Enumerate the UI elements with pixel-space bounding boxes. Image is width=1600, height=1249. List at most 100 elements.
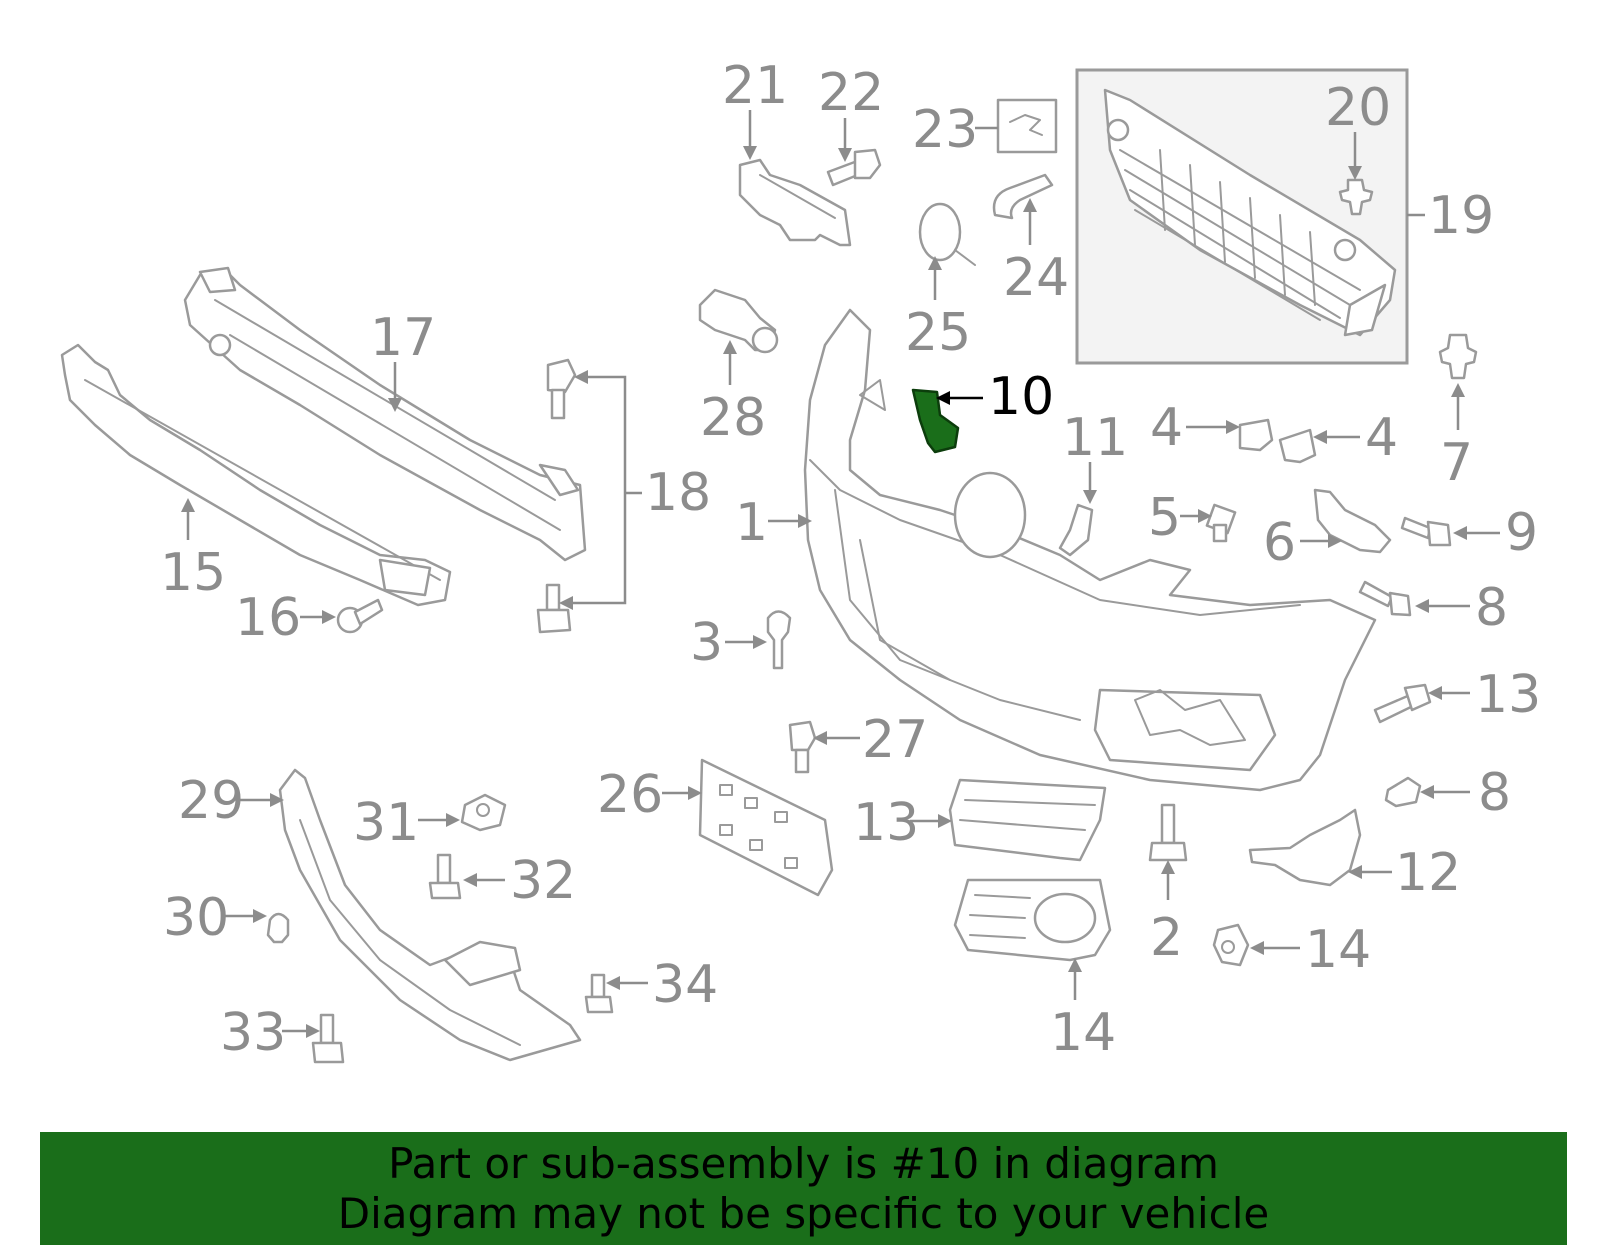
grille-inset: 20 19 — [1075, 68, 1494, 365]
callout-21: 19 — [1407, 186, 1494, 246]
part-5-bolt[interactable] — [1205, 503, 1237, 543]
part-27-tow-cap[interactable] — [918, 202, 976, 266]
callout-8-label-text: 8 — [1475, 578, 1508, 638]
callout-31: 29 — [178, 771, 284, 831]
part-24-bolt[interactable] — [826, 148, 882, 187]
callout-34: 32 — [463, 851, 576, 911]
part-9-bolt[interactable] — [1400, 516, 1452, 547]
banner-line-1: Part or sub-assembly is #10 in diagram — [388, 1138, 1219, 1188]
part-7-clip-lower[interactable] — [1384, 776, 1422, 808]
part-10-bracket-highlighted[interactable] — [911, 388, 960, 454]
callout-26: 24 — [1003, 198, 1069, 308]
part-35-bolt[interactable] — [311, 1013, 345, 1064]
svg-text:11: 11 — [1062, 408, 1128, 468]
part-15-trim[interactable] — [948, 778, 1107, 862]
callout-6: 6 — [1263, 513, 1342, 573]
part-21-grille[interactable] — [1103, 88, 1397, 337]
callout-4a: 4 — [1150, 398, 1240, 458]
svg-text:4: 4 — [1365, 408, 1398, 468]
part-13-bolt[interactable] — [1373, 683, 1432, 724]
svg-text:29: 29 — [178, 771, 244, 831]
callout-5: 5 — [1148, 488, 1212, 548]
part-7-clip-upper[interactable] — [1438, 333, 1478, 380]
part-33-nut[interactable] — [460, 793, 507, 832]
callout-3: 3 — [690, 613, 767, 673]
callout-10: 10 — [936, 367, 1054, 427]
part-8-bolt[interactable] — [1358, 580, 1412, 617]
svg-text:21: 21 — [722, 56, 788, 116]
part-19-reinforcement[interactable] — [183, 266, 587, 562]
callout-15: 13 — [853, 793, 952, 853]
callout-20: 18 — [559, 370, 711, 610]
svg-text:4: 4 — [1150, 398, 1183, 458]
callout-7a: 7 — [1440, 383, 1473, 493]
svg-text:30: 30 — [163, 888, 229, 948]
callout-14: 13 — [1250, 941, 1300, 955]
callout-22: 20 — [1325, 78, 1391, 180]
callout-36: 34 — [606, 955, 718, 1015]
svg-text:17: 17 — [370, 308, 436, 368]
svg-text:23: 23 — [912, 100, 978, 160]
svg-text:1: 1 — [735, 493, 768, 553]
callout-13-label-text: 13 — [1475, 665, 1541, 725]
callout-24: 22 — [818, 63, 884, 162]
callout-2: 2 — [1150, 860, 1183, 968]
callout-13: 11 — [1428, 686, 1470, 700]
part-11-bracket[interactable] — [1058, 503, 1094, 557]
part-2-bolt[interactable] — [1148, 803, 1188, 862]
svg-text:5: 5 — [1148, 488, 1181, 548]
svg-text:18: 18 — [645, 463, 711, 523]
svg-text:34: 34 — [652, 955, 718, 1015]
callout-7b: 8 — [1420, 763, 1511, 823]
part-20-bolts[interactable] — [536, 358, 577, 634]
callout-1: 1 — [735, 493, 812, 553]
svg-text:27: 27 — [862, 710, 928, 770]
part-18-bolt[interactable] — [336, 598, 384, 634]
svg-text:26: 26 — [597, 765, 663, 825]
part-28-license-bracket[interactable] — [698, 758, 834, 897]
svg-text:20: 20 — [1325, 78, 1391, 138]
part-31-deflector[interactable] — [278, 768, 582, 1062]
svg-text:3: 3 — [690, 613, 723, 673]
svg-text:22: 22 — [818, 63, 884, 123]
part-4-clip-left[interactable] — [1238, 418, 1274, 452]
svg-text:24: 24 — [1003, 248, 1069, 308]
svg-text:19: 19 — [1428, 186, 1494, 246]
part-4-clip-right[interactable] — [1278, 428, 1317, 464]
callout-25: 23 — [912, 100, 998, 160]
part-30-sensor[interactable] — [698, 288, 779, 354]
svg-text:33: 33 — [220, 1003, 286, 1063]
part-34-bolt[interactable] — [428, 853, 462, 900]
svg-text:9: 9 — [1505, 503, 1538, 563]
part-25-emblem[interactable] — [996, 98, 1058, 154]
part-3-clip[interactable] — [766, 610, 792, 670]
svg-text:12: 12 — [1395, 843, 1461, 903]
part-14-nut[interactable] — [1212, 923, 1250, 967]
svg-text:25: 25 — [905, 303, 971, 363]
svg-text:28: 28 — [700, 388, 766, 448]
part-32-clip[interactable] — [266, 912, 290, 944]
callout-9: 10 9 — [1453, 503, 1538, 563]
part-22-clip[interactable] — [1338, 178, 1374, 216]
callout-19: 17 — [370, 308, 436, 412]
callout-28: 26 — [597, 765, 702, 825]
part-16-fog-cover[interactable] — [953, 878, 1112, 962]
part-17-absorber[interactable] — [60, 343, 452, 607]
svg-text:8: 8 — [1478, 763, 1511, 823]
part-1-bumper-cover[interactable] — [803, 308, 1377, 792]
svg-text:14: 14 — [1050, 1003, 1116, 1063]
part-6-bracket[interactable] — [1313, 488, 1392, 554]
part-29-bolt[interactable] — [788, 720, 817, 774]
part-36-screw[interactable] — [584, 973, 614, 1014]
part-12-bracket[interactable] — [1248, 808, 1362, 887]
part-26-hook[interactable] — [992, 173, 1054, 220]
svg-text:7: 7 — [1440, 433, 1473, 493]
part-23-bracket[interactable] — [738, 158, 852, 247]
callout-4b: 4 — [1313, 408, 1398, 468]
callout-30: 28 — [700, 340, 766, 448]
callout-23: 21 — [722, 56, 788, 160]
svg-text:16: 16 — [235, 588, 301, 648]
callout-18: 16 — [235, 588, 336, 648]
callout-11: 11 — [1062, 408, 1128, 504]
